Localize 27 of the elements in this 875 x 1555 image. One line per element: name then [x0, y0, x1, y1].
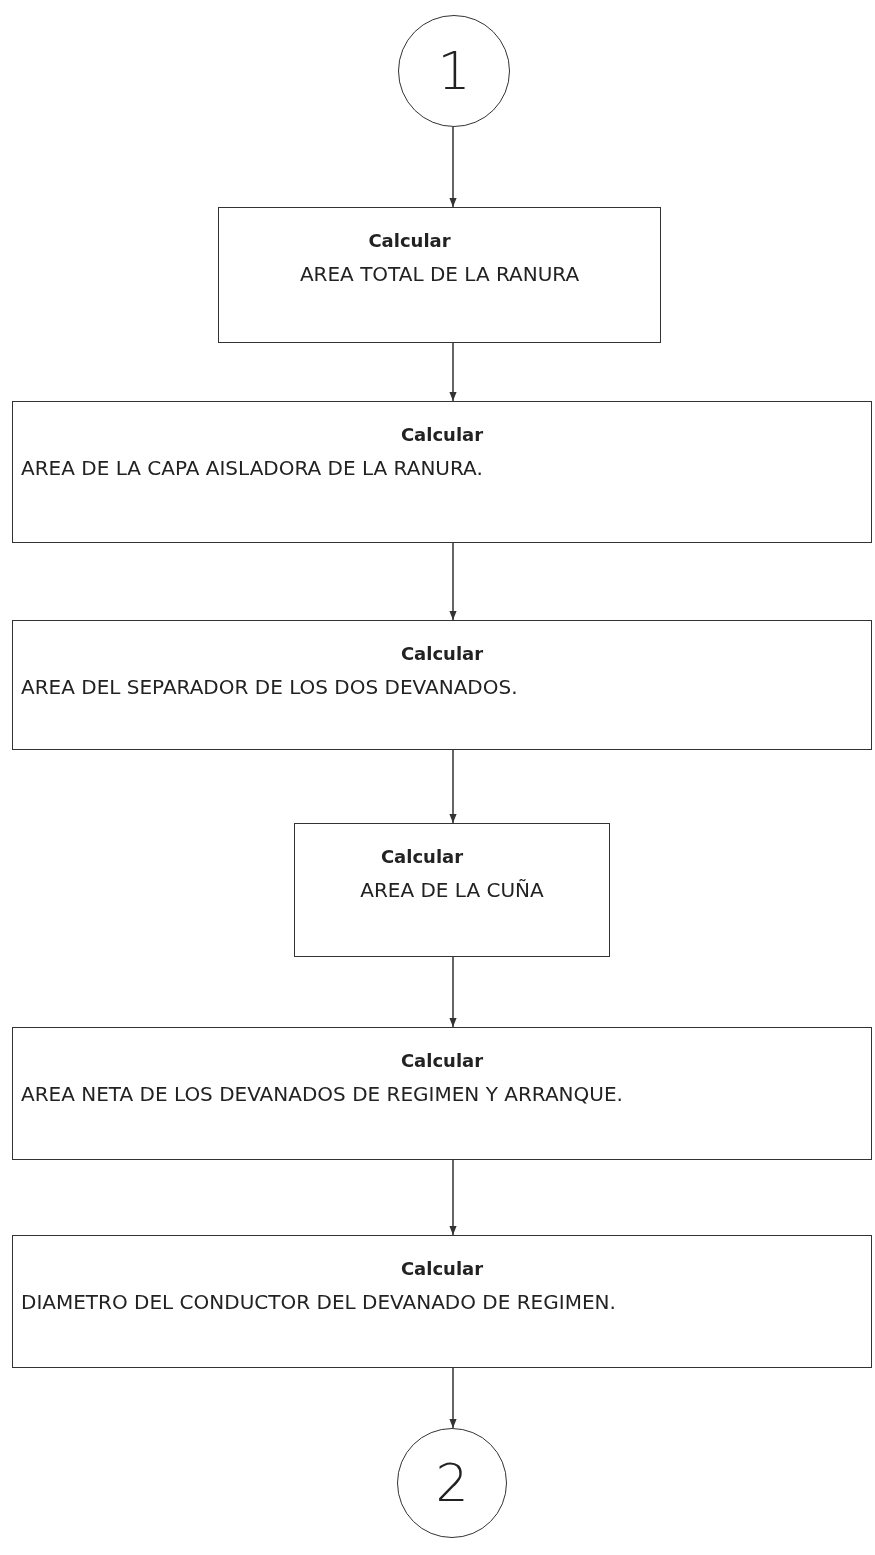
process-box [12, 620, 872, 750]
connector-number: 2 [435, 1457, 469, 1509]
process-box [218, 207, 661, 343]
step-description: AREA NETA DE LOS DEVANADOS DE REGIMEN Y ARRANQUE. [20, 1080, 624, 1108]
arrow [449, 1367, 457, 1429]
arrow [449, 342, 457, 402]
process-box [12, 401, 872, 543]
process-box [12, 1027, 872, 1160]
step-heading: Calcular [400, 1050, 484, 1073]
step-heading: Calcular [400, 1258, 484, 1281]
arrow [449, 749, 457, 824]
process-box [294, 823, 610, 957]
step-description: AREA TOTAL DE LA RANURA [299, 260, 580, 288]
arrow [449, 542, 457, 621]
step-description: DIAMETRO DEL CONDUCTOR DEL DEVANADO DE REGIMEN. [20, 1288, 617, 1316]
step-heading: Calcular [400, 424, 484, 447]
step-heading: Calcular [368, 230, 451, 253]
step-description: AREA DE LA CAPA AISLADORA DE LA RANURA. [20, 454, 484, 482]
connector-number: 1 [437, 45, 471, 97]
step-heading: Calcular [380, 846, 464, 869]
arrow [449, 956, 457, 1028]
step-heading: Calcular [400, 643, 484, 666]
arrow [449, 1159, 457, 1236]
process-box [12, 1235, 872, 1368]
arrow [449, 126, 457, 208]
step-description: AREA DEL SEPARADOR DE LOS DOS DEVANADOS. [20, 673, 519, 701]
step-description: AREA DE LA CUÑA [360, 876, 544, 904]
